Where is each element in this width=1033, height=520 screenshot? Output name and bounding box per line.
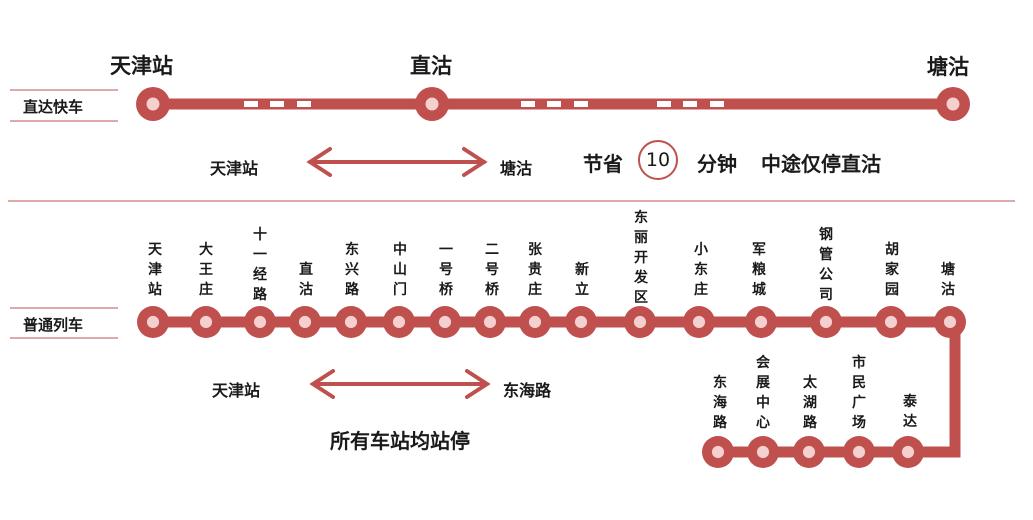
regular-station-marker: [843, 436, 875, 468]
regular-station-marker: [519, 306, 551, 338]
regular-station-label: 军粮城: [752, 242, 766, 298]
express-direction-from: 天津站: [210, 159, 259, 178]
regular-station-marker: [892, 436, 924, 468]
regular-station-label: 塘沽: [941, 262, 955, 298]
regular-station-marker: [875, 306, 907, 338]
regular-direction-arrow: [309, 369, 491, 399]
regular-station-marker: [137, 306, 169, 338]
express-note-prefix: 节省: [583, 152, 623, 176]
regular-station-marker: [190, 306, 222, 338]
regular-station-label: 十一经路: [253, 227, 267, 303]
regular-station-marker: [289, 306, 321, 338]
regular-station-marker: [810, 306, 842, 338]
regular-station-label: 中山门: [393, 242, 407, 298]
express-station-marker: [936, 87, 970, 121]
regular-station-marker: [383, 306, 415, 338]
regular-station-label: 直沽: [299, 262, 313, 298]
regular-station-label: 东兴路: [345, 242, 359, 298]
express-direction-to: 塘沽: [500, 159, 533, 178]
regular-station-label: 东丽开发区: [634, 210, 648, 306]
regular-station-marker: [934, 306, 966, 338]
regular-station-marker: [335, 306, 367, 338]
express-note-tail: 中途仅停直沽: [761, 152, 881, 176]
express-note-suffix: 分钟: [697, 152, 737, 176]
regular-note: 所有车站均站停: [330, 429, 470, 453]
regular-track: [153, 316, 961, 458]
regular-station-marker: [745, 306, 777, 338]
regular-station-label: 小东庄: [694, 242, 708, 298]
regular-station-marker: [565, 306, 597, 338]
regular-station-label: 市民广场: [852, 355, 866, 431]
express-track-dashes: [244, 101, 724, 107]
regular-station-label: 会展中心: [756, 355, 770, 431]
regular-station-marker: [793, 436, 825, 468]
regular-station-marker: [747, 436, 779, 468]
express-row-label: 直达快车: [23, 98, 84, 116]
regular-station-label: 大王庄: [199, 242, 213, 298]
express-station-marker: [136, 87, 170, 121]
regular-station-label: 新立: [575, 262, 589, 298]
regular-direction-to: 东海路: [503, 381, 552, 400]
regular-station-label: 胡家园: [885, 242, 899, 298]
express-station-label: 天津站: [110, 54, 173, 78]
express-station-label: 直沽: [410, 54, 452, 78]
regular-station-label: 钢管公司: [819, 227, 833, 303]
regular-station-label: 太湖路: [803, 375, 817, 431]
regular-station-marker: [624, 306, 656, 338]
regular-station-marker: [683, 306, 715, 338]
regular-direction-from: 天津站: [212, 381, 261, 400]
regular-station-label: 张贵庄: [528, 242, 542, 298]
regular-station-label: 天津站: [148, 242, 162, 298]
saved-minutes-badge: 10: [638, 140, 678, 180]
regular-station-marker: [244, 306, 276, 338]
regular-station-marker: [474, 306, 506, 338]
regular-station-label: 二号桥: [485, 242, 499, 298]
regular-station-label: 东海路: [713, 375, 727, 431]
express-direction-arrow: [306, 147, 488, 177]
express-station-marker: [415, 87, 449, 121]
regular-station-marker: [429, 306, 461, 338]
regular-station-marker: [702, 436, 734, 468]
regular-row-label: 普通列车: [23, 316, 84, 334]
regular-station-label: 一号桥: [439, 242, 453, 298]
express-station-label: 塘沽: [927, 55, 969, 79]
regular-station-label: 泰达: [903, 394, 917, 430]
